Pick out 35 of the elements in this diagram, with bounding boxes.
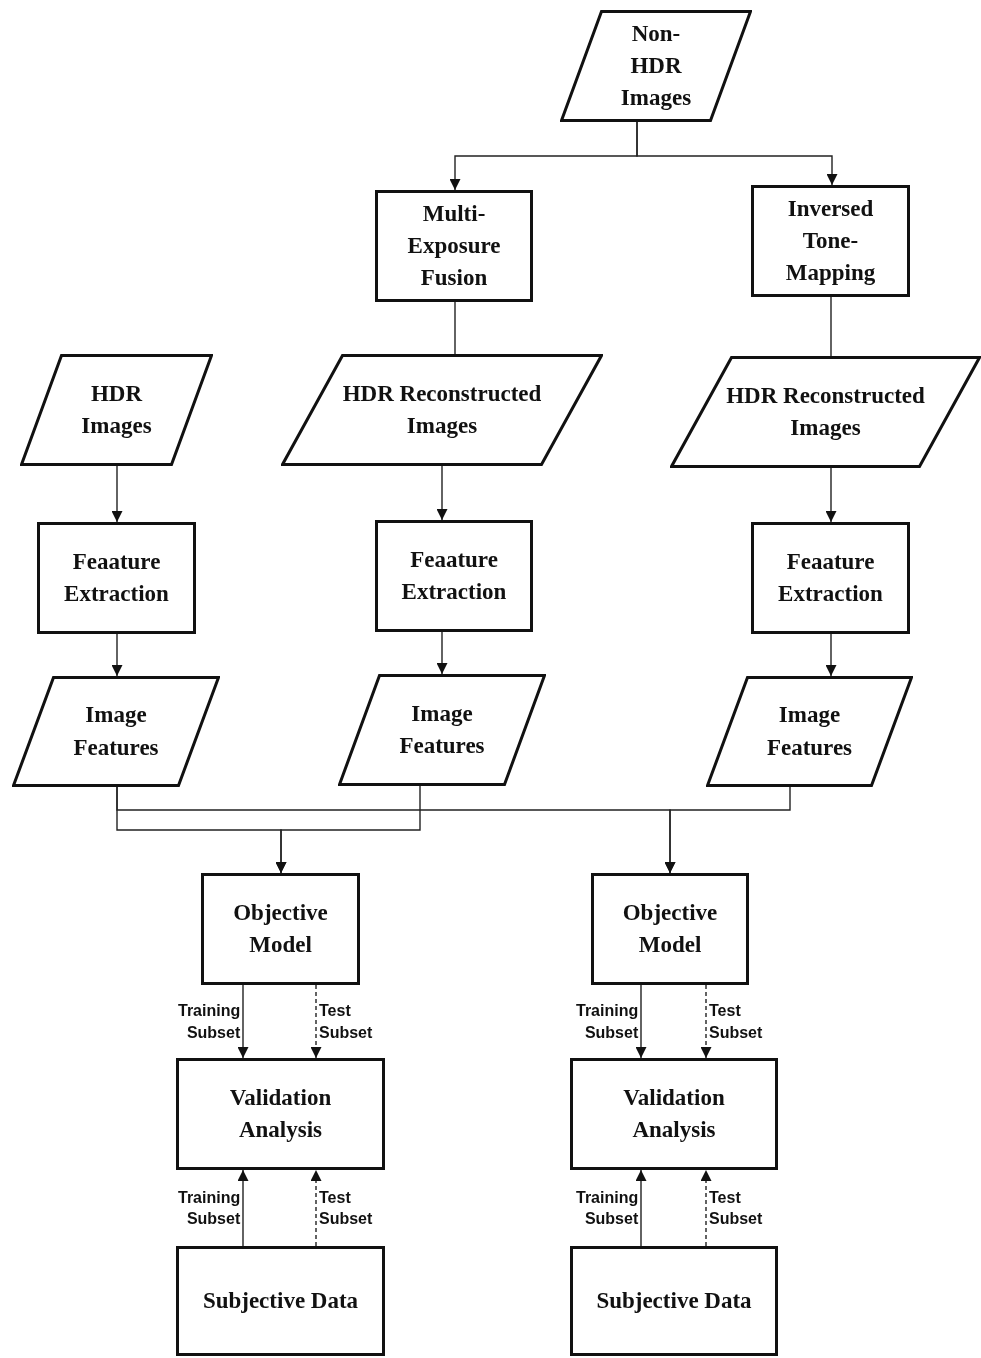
arrow (664, 786, 791, 874)
arrow (237, 1169, 249, 1247)
process-box: Validation Analysis (570, 1058, 778, 1170)
process-box: Validation Analysis (176, 1058, 385, 1170)
process-box: Objective Model (201, 873, 360, 985)
dashed-arrow (310, 984, 322, 1059)
arrow (825, 467, 837, 523)
arrow (635, 1169, 647, 1247)
arrow (275, 785, 421, 874)
process-box: Objective Model (591, 873, 749, 985)
arrow (635, 984, 647, 1059)
dashed-arrow (310, 1169, 322, 1247)
data-parallelogram: Image Features (338, 674, 546, 786)
arrow (111, 633, 123, 677)
arrow (237, 984, 249, 1059)
process-box: Feaature Extraction (375, 520, 533, 632)
arrow (436, 631, 448, 675)
data-parallelogram: Image Features (706, 676, 913, 787)
arrow (825, 633, 837, 677)
process-box: Feaature Extraction (751, 522, 910, 634)
data-parallelogram: HDR Reconstructed Images (670, 356, 981, 468)
dashed-arrow (700, 1169, 712, 1247)
process-box: Feaature Extraction (37, 522, 196, 634)
process-box: Inversed Tone-Mapping (751, 185, 910, 297)
data-parallelogram: Image Features (12, 676, 220, 787)
process-box: Subjective Data (176, 1246, 385, 1356)
arrow (111, 465, 123, 523)
data-parallelogram: Non-HDR Images (560, 10, 752, 122)
data-parallelogram: HDR Images (20, 354, 213, 466)
arrow (636, 121, 838, 186)
process-box: Multi-Exposure Fusion (375, 190, 533, 302)
arrow (436, 465, 448, 521)
data-parallelogram: HDR Reconstructed Images (281, 354, 603, 466)
process-box: Subjective Data (570, 1246, 778, 1356)
dashed-arrow (700, 984, 712, 1059)
